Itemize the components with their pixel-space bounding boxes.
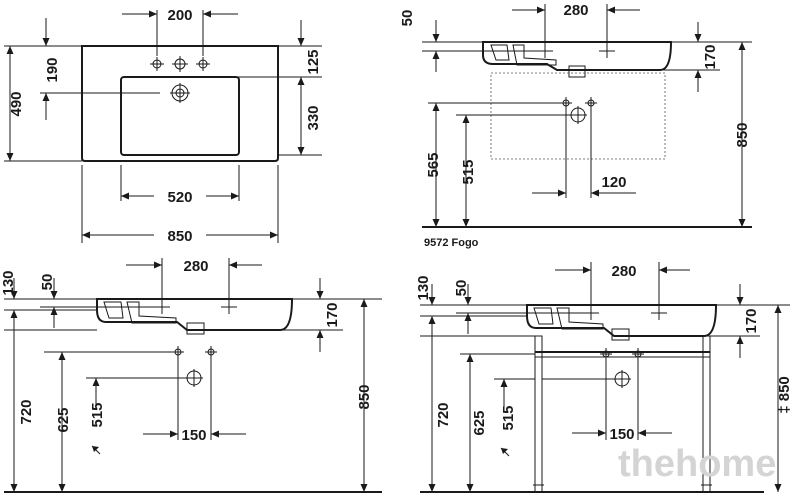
arrow-icon <box>91 445 101 455</box>
dim-130: 130 <box>415 275 432 300</box>
dim-120: 120 <box>601 174 626 191</box>
dim-520: 520 <box>167 189 192 206</box>
dim-170: 170 <box>324 302 341 327</box>
dim-280: 280 <box>183 258 208 275</box>
dim-625: 625 <box>471 410 488 435</box>
arrow-icon <box>500 447 510 457</box>
dim-565: 565 <box>425 152 442 177</box>
tap-hole-icon <box>560 97 572 109</box>
dim-130: 130 <box>0 270 17 295</box>
dim-850: 850 <box>734 122 751 147</box>
tap-hole-icon <box>537 44 553 58</box>
drain-icon <box>170 83 190 103</box>
drain-icon <box>185 369 203 387</box>
dim-280: 280 <box>611 263 636 280</box>
dim-625: 625 <box>55 407 72 432</box>
dim-720: 720 <box>435 402 452 427</box>
tap-hole-icon <box>196 57 210 71</box>
watermark: thehome <box>618 443 776 485</box>
side-view-wall: 280 50 170 850 565 515 <box>399 2 752 249</box>
tap-hole-icon <box>600 348 612 360</box>
tap-hole-icon <box>172 56 188 72</box>
dim-280: 280 <box>563 2 588 19</box>
dim-850: 850 <box>356 384 373 409</box>
dim-170: 170 <box>743 308 760 333</box>
tap-hole-icon <box>651 306 667 320</box>
dim-200: 200 <box>167 7 192 24</box>
dim-190: 190 <box>44 57 61 82</box>
tap-hole-icon <box>154 300 170 314</box>
dim-50: 50 <box>399 10 416 27</box>
tap-hole-icon <box>585 97 597 109</box>
dim-515: 515 <box>460 159 477 184</box>
dim-50: 50 <box>453 280 470 297</box>
dim-720: 720 <box>18 399 35 424</box>
tap-hole-icon <box>632 348 644 360</box>
tap-hole-icon <box>172 346 184 358</box>
tap-hole-icon <box>583 306 599 320</box>
top-view: 200 490 190 125 330 520 <box>4 7 322 245</box>
dim-490: 490 <box>8 91 25 116</box>
dim-50: 50 <box>39 274 56 291</box>
dim-125: 125 <box>305 49 322 74</box>
dim-150: 150 <box>181 427 206 444</box>
drain-icon <box>613 370 631 388</box>
dim-170: 170 <box>702 44 719 69</box>
tap-hole-icon <box>221 300 237 314</box>
tap-hole-icon <box>599 44 615 58</box>
dim-150: 150 <box>609 426 634 443</box>
dim-515: 515 <box>500 405 517 430</box>
dim-515: 515 <box>89 402 106 427</box>
dim-850: 850 <box>167 228 192 245</box>
drain-icon <box>569 106 587 124</box>
tap-hole-icon <box>205 346 217 358</box>
side-view-with-frame: 280 130 50 170 ‡ 850 720 <box>415 262 793 493</box>
model-caption: 9572 Fogo <box>424 237 479 249</box>
side-view-wall-hung: 280 130 50 170 850 720 <box>0 258 382 493</box>
dim-850: ‡ 850 <box>776 376 793 414</box>
tap-hole-icon <box>150 57 164 71</box>
dim-330: 330 <box>305 105 322 130</box>
